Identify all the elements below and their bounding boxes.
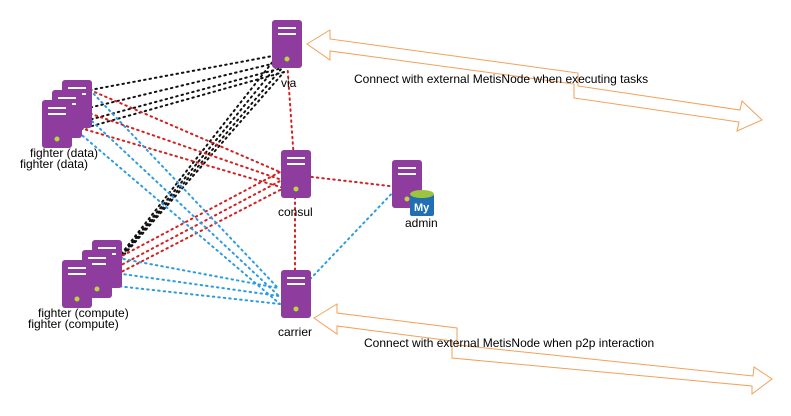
edge-fighter-data-to-consul-1 (79, 109, 283, 181)
node-carrier-label: carrier (278, 325, 312, 339)
mysql-database-icon: My (410, 190, 434, 216)
mysql-badge-text: My (414, 202, 430, 214)
edge-consul-to-admin-0 (294, 174, 399, 188)
server-icon (280, 269, 312, 319)
server-icon (271, 19, 303, 69)
node-fighter-data-label-2: fighter (data) (20, 157, 88, 171)
edge-fighter-compute-to-via-0 (117, 54, 279, 259)
node-consul[interactable]: consul (278, 149, 313, 219)
external-p2p-arrow (313, 303, 773, 395)
node-fighter-data[interactable]: fighter (data) fighter (data) (20, 79, 98, 171)
edge-fighter-compute-to-carrier-0 (117, 257, 279, 289)
edge-fighter-data-to-carrier-2 (69, 124, 281, 305)
edge-fighter-data-to-via-0 (89, 54, 279, 91)
server-stack-icon (41, 79, 93, 149)
external-tasks-arrow (306, 29, 763, 132)
node-fighter-data-label-1: fighter (data) (30, 146, 98, 160)
node-fighter-compute-label-2: fighter (compute) (28, 317, 119, 331)
note-external-p2p: Connect with external MetisNode when p2p… (364, 336, 654, 350)
edge-fighter-compute-to-consul-0 (117, 171, 281, 259)
edge-fighter-data-to-via-2 (69, 67, 283, 126)
edge-fighter-compute-to-via-1 (107, 61, 281, 273)
edge-fighter-compute-to-carrier-2 (97, 283, 281, 305)
edge-fighter-compute-to-consul-2 (97, 187, 285, 285)
edge-fighter-data-to-via-1 (79, 61, 281, 111)
edge-fighter-data-to-consul-0 (89, 89, 281, 173)
node-admin[interactable]: My admin (391, 159, 438, 230)
node-admin-label: admin (405, 216, 438, 230)
node-via-label: via (281, 76, 297, 90)
edge-fighter-compute-to-consul-1 (107, 179, 283, 273)
edge-fighter-compute-to-via-2 (97, 67, 283, 285)
server-icon (280, 149, 312, 199)
edge-fighter-data-to-carrier-0 (89, 89, 279, 289)
server-stack-icon (61, 239, 123, 309)
edge-fighter-data-to-carrier-1 (79, 109, 280, 297)
edge-fighter-compute-to-carrier-1 (107, 271, 280, 297)
node-carrier[interactable]: carrier (278, 269, 312, 339)
node-via[interactable]: via (271, 19, 303, 90)
external-connection-arrows (306, 29, 773, 395)
node-fighter-compute[interactable]: fighter (compute) fighter (compute) (28, 239, 129, 331)
node-consul-label: consul (278, 205, 313, 219)
edge-fighter-data-to-via-3 (59, 71, 285, 136)
node-fighter-compute-label-1: fighter (compute) (38, 306, 129, 320)
edge-fighter-data-to-consul-2 (69, 124, 285, 189)
note-external-tasks: Connect with external MetisNode when exe… (354, 72, 648, 86)
